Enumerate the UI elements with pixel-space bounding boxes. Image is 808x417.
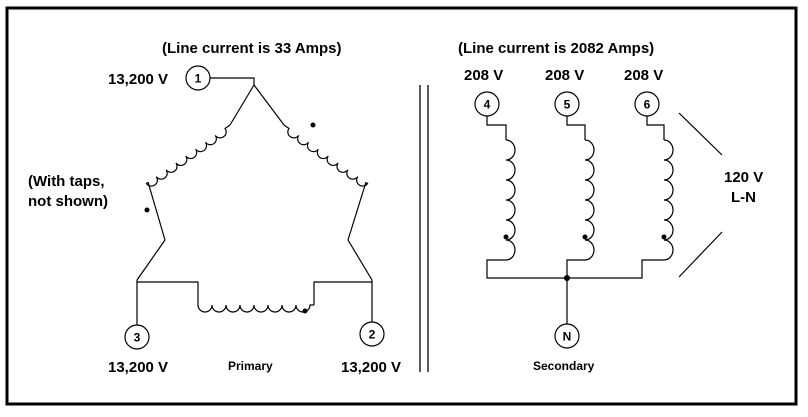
ln-voltage-line1: 120 V xyxy=(724,169,763,186)
primary-label: Primary xyxy=(228,359,273,373)
secondary-5-return xyxy=(566,259,585,324)
secondary-label: Secondary xyxy=(533,359,595,373)
terminal-3-voltage: 13,200 V xyxy=(108,359,168,376)
terminal-4 xyxy=(474,91,500,117)
taps-note-line1: (With taps, xyxy=(28,173,105,190)
terminal-n-label: N xyxy=(563,330,572,344)
terminal-4-lead xyxy=(486,116,507,140)
terminal-4-voltage: 208 V xyxy=(464,67,503,84)
terminal-1 xyxy=(185,65,211,91)
terminal-5-number: 5 xyxy=(564,98,571,112)
taps-note-line2: not shown) xyxy=(28,193,108,210)
polarity-dot-right xyxy=(310,122,316,128)
terminal-1-voltage: 13,200 V xyxy=(108,71,168,88)
delta-right-bottom xyxy=(347,239,373,281)
ln-voltage-line2: L-N xyxy=(731,189,756,206)
secondary-coil-4 xyxy=(505,139,516,261)
terminal-5-voltage: 208 V xyxy=(545,67,584,84)
polarity-dot-left xyxy=(144,207,150,213)
terminal-6-lead xyxy=(646,116,665,140)
neutral-junction-dot xyxy=(564,275,570,281)
delta-bottom-left-wire xyxy=(136,280,199,305)
primary-coil-left xyxy=(145,124,231,187)
terminal-6 xyxy=(634,91,660,117)
ln-bracket-upper xyxy=(678,112,723,156)
terminal-6-voltage: 208 V xyxy=(624,67,663,84)
secondary-6-return xyxy=(567,259,664,279)
terminal-2-number: 2 xyxy=(369,328,376,342)
delta-left-bottom xyxy=(136,239,166,281)
delta-left-lower xyxy=(147,181,166,241)
delta-right-lower xyxy=(347,181,367,241)
terminal-6-number: 6 xyxy=(644,98,651,112)
terminal-2-voltage: 13,200 V xyxy=(341,359,401,376)
primary-coil-bottom xyxy=(197,304,314,313)
polarity-dot-bottom xyxy=(302,308,308,314)
terminal-5 xyxy=(554,91,580,117)
delta-bottom-right-wire xyxy=(313,280,373,305)
secondary-4-return xyxy=(486,259,567,279)
polarity-dot-5 xyxy=(582,234,588,240)
terminal-1-lead xyxy=(210,77,255,85)
delta-apex-right xyxy=(253,84,285,126)
secondary-coil-5 xyxy=(584,139,595,261)
terminal-3 xyxy=(124,324,150,350)
terminal-5-lead xyxy=(566,116,586,140)
delta-apex-left xyxy=(229,84,255,126)
terminal-2 xyxy=(359,321,385,347)
ln-bracket-lower xyxy=(678,231,723,278)
diagram-frame xyxy=(5,6,798,406)
terminal-1-number: 1 xyxy=(195,72,202,86)
secondary-line-current: (Line current is 2082 Amps) xyxy=(458,40,654,57)
primary-line-current: (Line current is 33 Amps) xyxy=(162,40,342,57)
terminal-4-number: 4 xyxy=(484,98,491,112)
terminal-3-number: 3 xyxy=(134,331,141,345)
secondary-coil-6 xyxy=(663,139,674,261)
polarity-dot-4 xyxy=(503,234,509,240)
polarity-dot-6 xyxy=(661,234,667,240)
terminal-n xyxy=(554,323,580,349)
